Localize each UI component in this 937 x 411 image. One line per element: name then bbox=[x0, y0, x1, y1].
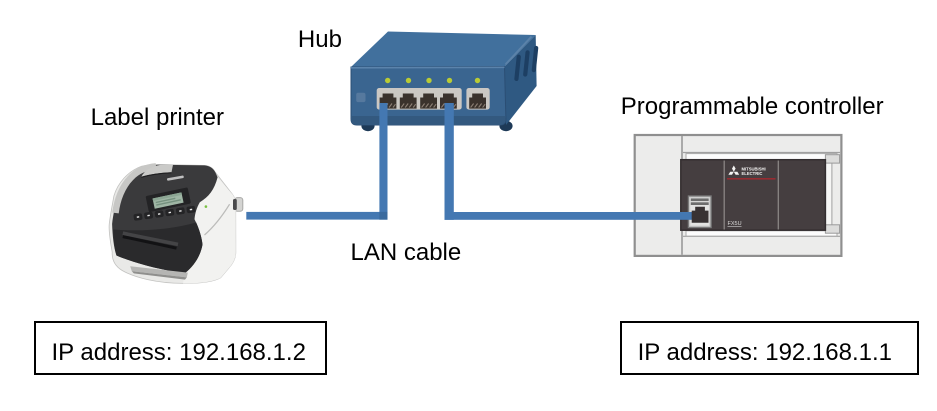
svg-text:FX5U: FX5U bbox=[728, 221, 742, 227]
svg-text:ELECTRIC: ELECTRIC bbox=[742, 171, 763, 176]
svg-text:MITSUBISHI: MITSUBISHI bbox=[742, 167, 766, 172]
